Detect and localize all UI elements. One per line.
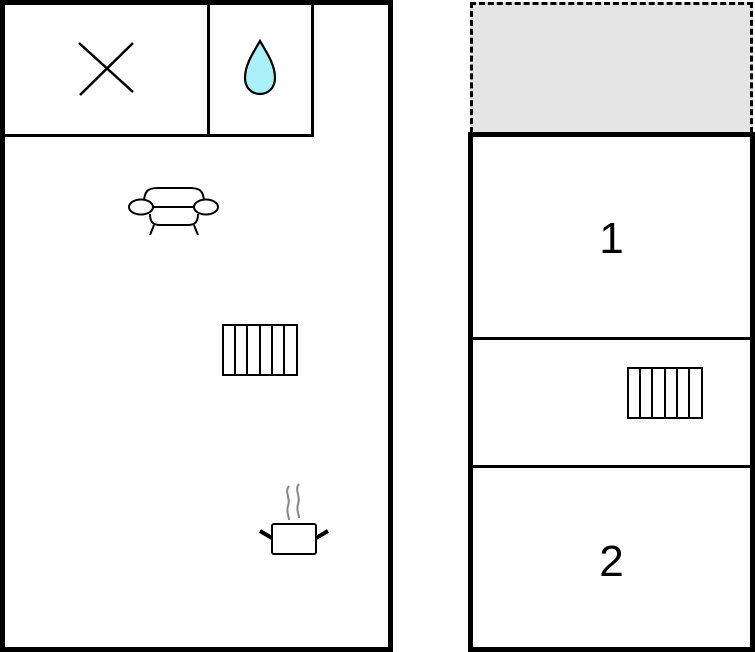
sofa-icon <box>128 187 219 236</box>
room-number-1: 1 <box>599 214 624 263</box>
radiator-icon <box>627 367 703 419</box>
water-drop-icon <box>243 38 277 96</box>
cooking-pot-icon <box>258 483 330 555</box>
divider-1 <box>473 337 750 340</box>
right-building <box>468 132 755 652</box>
room-number-2: 2 <box>599 537 624 586</box>
terrace <box>470 2 753 133</box>
room-1: 1 <box>473 137 750 339</box>
divider-2 <box>473 465 750 468</box>
toilet-room <box>3 3 210 137</box>
corridor-room <box>473 340 750 466</box>
toilet-x-icon <box>78 42 134 96</box>
radiator-icon <box>222 324 298 376</box>
left-building <box>0 0 393 652</box>
room-2: 2 <box>473 468 750 647</box>
bathroom-room <box>207 3 314 137</box>
